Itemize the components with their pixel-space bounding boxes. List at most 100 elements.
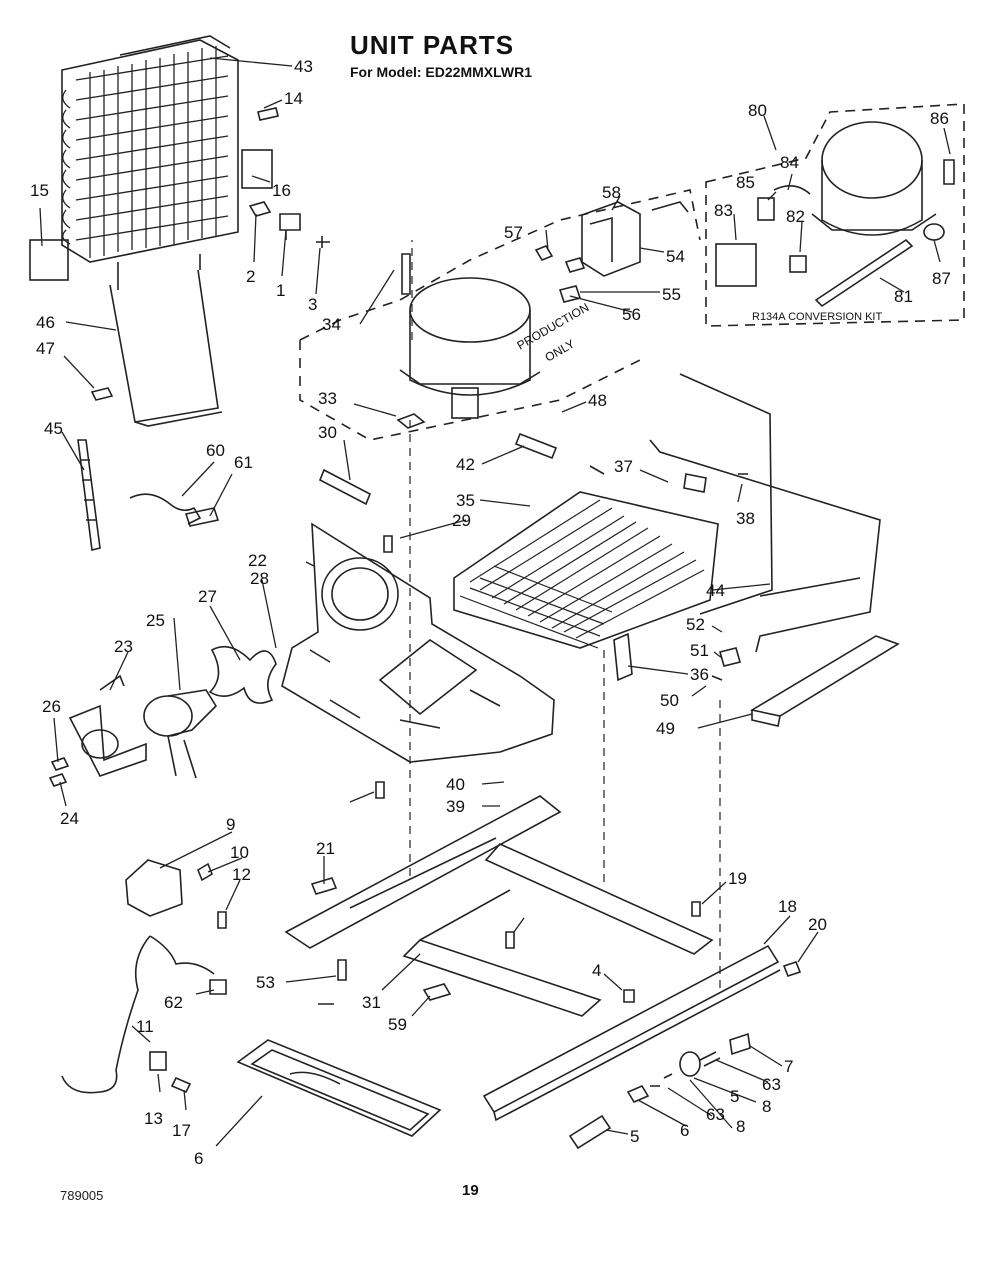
callout-label: 38 [736,509,755,528]
part-2-clip [248,201,272,217]
callout-label: 29 [452,511,471,530]
part-49-drain-trough [749,635,900,727]
callout-label: 9 [226,815,235,834]
callout-label: 39 [446,797,465,816]
callout-label: 47 [36,339,55,358]
motor-bracket [48,674,147,787]
evaporator-coil [453,432,748,649]
page-title: UNIT PARTS [350,30,515,60]
callout-label: 18 [778,897,797,916]
callout-label: 85 [736,173,755,192]
fan-motor [143,689,218,779]
callout-label: 10 [230,843,249,862]
callout-label: 6 [680,1121,689,1140]
callout-label: 55 [662,285,681,304]
leader-lines [39,57,951,1147]
callout-label: 22 [248,551,267,570]
callout-label: 35 [456,491,475,510]
callout-numbers: 43 14 15 16 2 1 3 46 47 45 60 61 34 33 3… [30,57,951,1168]
part-45-strip [77,439,101,551]
callout-label: 4 [592,961,601,980]
callout-label: 61 [234,453,253,472]
callout-label: 12 [232,865,251,884]
callout-label: 14 [284,89,303,108]
callout-label: 20 [808,915,827,934]
callout-label: 13 [144,1109,163,1128]
callout-label: 16 [272,181,291,200]
callout-label: 24 [60,809,79,828]
part-19-screw [691,901,701,917]
callout-label: 2 [246,267,255,286]
condenser-coil [61,35,239,290]
callout-label: 80 [748,101,767,120]
part-36-bracket [613,632,633,682]
callout-label: 81 [894,287,913,306]
kit-small-parts [715,159,955,308]
part-4-clip [623,989,635,1003]
callout-label: 7 [784,1057,793,1076]
callout-label: 26 [42,697,61,716]
part-62-grommet [209,979,227,995]
callout-label: 44 [706,581,725,600]
part-51-valve [711,647,741,681]
callout-label: 19 [728,869,747,888]
part-16-block [241,149,273,189]
part-30-clip [318,468,372,506]
part-24-screw [375,781,385,799]
part-20-cap [782,961,802,977]
callout-label: 52 [686,615,705,634]
part-21-pad [310,877,338,895]
part-60-wire [129,493,202,525]
callout-label: 5 [630,1127,639,1146]
base-frame [284,795,781,1122]
callout-label: 34 [322,315,341,334]
assembly-lines [409,240,721,988]
part-47-screw [90,387,114,401]
conversion-kit-outline [705,103,965,327]
callout-label: 31 [362,993,381,1012]
model-line: For Model: ED22MMXLWR1 [350,64,533,80]
callout-label: 58 [602,183,621,202]
callout-label: 82 [786,207,805,226]
callout-label: 17 [172,1121,191,1140]
part-14-top-bolt [257,107,279,121]
part-1-bracket [279,213,301,240]
relay-cover [534,201,689,303]
callout-label: 21 [316,839,335,858]
callout-label: 6 [194,1149,203,1168]
bracket-frame [109,269,223,427]
callout-label: 15 [30,181,49,200]
roller-parts [568,1032,751,1150]
callout-label: 45 [44,419,63,438]
callout-label: 43 [294,57,313,76]
callout-label: 60 [206,441,225,460]
drain-pan [236,1039,442,1137]
compressor-main [396,253,541,429]
callout-label: 63 [762,1075,781,1094]
callout-label: 8 [762,1097,771,1116]
callout-label: 57 [504,223,523,242]
callout-label: 87 [932,269,951,288]
part-61-connector [184,507,220,527]
callout-label: 83 [714,201,733,220]
callout-label: 86 [930,109,949,128]
callout-label: 30 [318,423,337,442]
callout-label: 48 [588,391,607,410]
kit-compressor [811,121,937,236]
production-outline [299,189,701,441]
production-label-line2: ONLY [543,337,578,365]
callout-label: 62 [164,993,183,1012]
callout-label: 36 [690,665,709,684]
part-14-bolt [505,931,515,949]
callout-label: 8 [736,1117,745,1136]
callout-label: 56 [622,305,641,324]
page-number: 19 [462,1182,479,1199]
callout-label: 84 [780,153,799,172]
callout-label: 27 [198,587,217,606]
callout-label: 42 [456,455,475,474]
callout-label: 33 [318,389,337,408]
callout-label: 1 [276,281,285,300]
callout-label: 46 [36,313,55,332]
production-label-line1: PRODUCTION [515,300,592,352]
